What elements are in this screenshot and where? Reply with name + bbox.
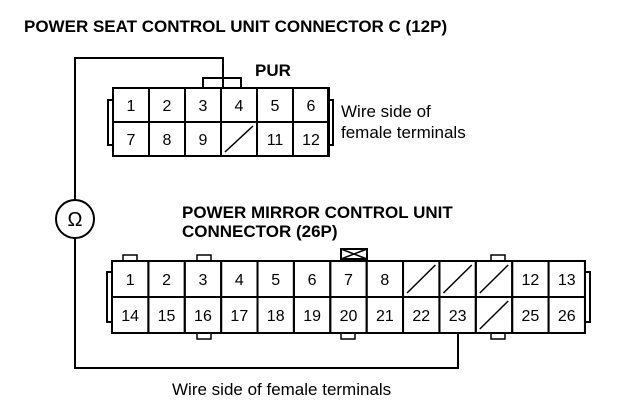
mirror-connector-terminal-number: 19 <box>303 308 321 325</box>
mirror-connector-title-line1: POWER MIRROR CONTROL UNIT <box>182 203 453 222</box>
connector-c-note-line1: Wire side of <box>341 102 431 121</box>
mirror-connector-left-key <box>106 271 112 323</box>
mirror-connector-terminal-number: 8 <box>380 272 389 289</box>
mirror-connector-title-line2: CONNECTOR (26P) <box>182 222 338 241</box>
mirror-connector-terminal-number: 26 <box>558 308 576 325</box>
mirror-connector-terminal-number: 13 <box>558 272 576 289</box>
connector-c-terminal-number: 1 <box>127 98 136 115</box>
mirror-connector-unused-cavity-slash <box>479 264 509 294</box>
mirror-connector-terminal-number: 21 <box>376 308 394 325</box>
mirror-connector-terminal-number: 17 <box>230 308 248 325</box>
mirror-connector-terminal-number: 2 <box>162 272 171 289</box>
connector-c-right-key <box>328 99 334 146</box>
mirror-connector-terminal-number: 18 <box>267 308 285 325</box>
mirror-connector-terminal-number: 15 <box>158 308 176 325</box>
mirror-connector-cell <box>547 296 586 334</box>
connector-c-unused-cavity-slash <box>224 125 254 153</box>
connector-c-terminal-number: 4 <box>235 98 244 115</box>
mirror-connector-terminal-number: 1 <box>126 272 135 289</box>
mirror-connector-terminal-number: 22 <box>412 308 430 325</box>
connector-c-terminal-number: 3 <box>199 98 208 115</box>
connector-c-terminal-number: 7 <box>127 132 136 149</box>
connector-c-terminal-number: 5 <box>271 98 280 115</box>
mirror-connector-unused-cavity-slash <box>442 264 473 294</box>
ohmmeter: Ω <box>55 57 459 369</box>
mirror-connector-terminal-number: 23 <box>449 308 467 325</box>
mirror-connector-terminal-number: 3 <box>198 272 207 289</box>
mirror-connector-unused-cavity-slash <box>406 264 436 294</box>
connector-c-cell <box>292 121 330 157</box>
probe-wire-top <box>74 57 224 200</box>
connector-c-note-line2: female terminals <box>341 123 466 142</box>
mirror-connector-terminal-number: 14 <box>121 308 139 325</box>
mirror-connector-note: Wire side of female terminals <box>172 380 391 399</box>
connector-c-terminal-number: 6 <box>307 98 316 115</box>
mirror-connector-unused-cavity-slash <box>479 300 509 330</box>
mirror-connector-terminal-number: 5 <box>271 272 280 289</box>
ohm-symbol-icon: Ω <box>68 209 83 231</box>
mirror-connector-terminal-number: 12 <box>521 272 539 289</box>
wire-color-label: PUR <box>255 61 291 80</box>
connector-c-terminal-number: 8 <box>163 132 172 149</box>
probe-wire-bottom <box>74 238 459 369</box>
connector-c-title: POWER SEAT CONTROL UNIT CONNECTOR C (12P… <box>24 17 447 36</box>
connector-c-left-key <box>107 99 113 146</box>
mirror-connector-terminal-number: 6 <box>308 272 317 289</box>
connector-c-terminal-number: 11 <box>267 132 284 149</box>
mirror-connector-right-key <box>585 271 591 323</box>
connector-c-terminal-number: 12 <box>302 132 320 149</box>
connector-c-terminal-number: 9 <box>199 132 208 149</box>
connector-c-terminal-number: 2 <box>163 98 172 115</box>
mirror-connector-terminal-number: 7 <box>344 272 353 289</box>
ohmmeter-circle <box>55 199 95 239</box>
mirror-connector-terminal-number: 25 <box>521 308 539 325</box>
mirror-connector-terminal-number: 16 <box>194 308 212 325</box>
mirror-connector-terminal-number: 4 <box>235 272 244 289</box>
mirror-connector-terminal-number: 20 <box>340 308 358 325</box>
